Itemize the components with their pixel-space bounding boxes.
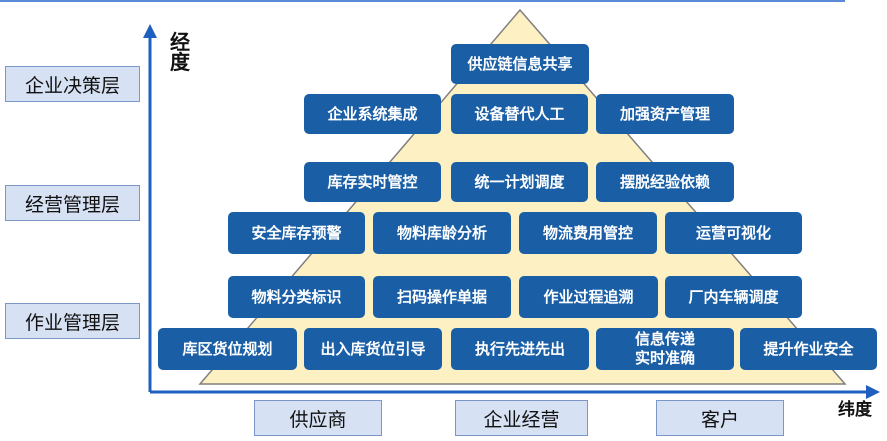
node-fifo-execution: 执行先进先出 — [451, 328, 589, 370]
node-material-age-analysis: 物料库龄分析 — [373, 212, 511, 254]
y-axis-arrow — [143, 24, 157, 38]
node-logistics-cost-control: 物流费用管控 — [519, 212, 657, 254]
node-operation-safety: 提升作业安全 — [740, 328, 877, 370]
y-axis-title-text: 经 度 — [170, 30, 190, 74]
bottom-label-customer: 客户 — [656, 400, 784, 436]
layer-execution: 作业管理层 — [5, 303, 140, 339]
node-experience-independence: 摆脱经验依赖 — [596, 162, 734, 202]
node-material-classification: 物料分类标识 — [228, 276, 365, 318]
node-operations-visualization: 运营可视化 — [665, 212, 802, 254]
node-safety-stock-alert: 安全库存预警 — [228, 212, 365, 254]
x-axis-title: 纬度 — [838, 400, 872, 420]
top-rule — [0, 0, 845, 2]
node-realtime-info: 信息传递 实时准确 — [596, 328, 734, 370]
bottom-label-supplier: 供应商 — [254, 400, 382, 436]
node-scan-documents: 扫码操作单据 — [373, 276, 511, 318]
node-supply-chain-sharing: 供应链信息共享 — [451, 44, 589, 84]
layer-operations-management: 经营管理层 — [5, 185, 140, 221]
layer-decision: 企业决策层 — [5, 66, 140, 102]
node-unified-scheduling: 统一计划调度 — [451, 162, 588, 202]
y-axis-title: 经 度 — [170, 32, 190, 72]
node-process-traceability: 作业过程追溯 — [519, 276, 658, 318]
node-vehicle-dispatch: 厂内车辆调度 — [665, 276, 802, 318]
x-axis-arrow — [866, 385, 880, 399]
node-storage-location-planning: 库区货位规划 — [158, 328, 297, 370]
node-inventory-control: 库存实时管控 — [304, 162, 441, 202]
node-location-guidance: 出入库货位引导 — [304, 328, 442, 370]
node-enterprise-integration: 企业系统集成 — [304, 94, 441, 134]
bottom-label-enterprise: 企业经营 — [455, 400, 588, 436]
node-equipment-replacement: 设备替代人工 — [451, 94, 588, 134]
node-asset-management: 加强资产管理 — [596, 94, 734, 134]
